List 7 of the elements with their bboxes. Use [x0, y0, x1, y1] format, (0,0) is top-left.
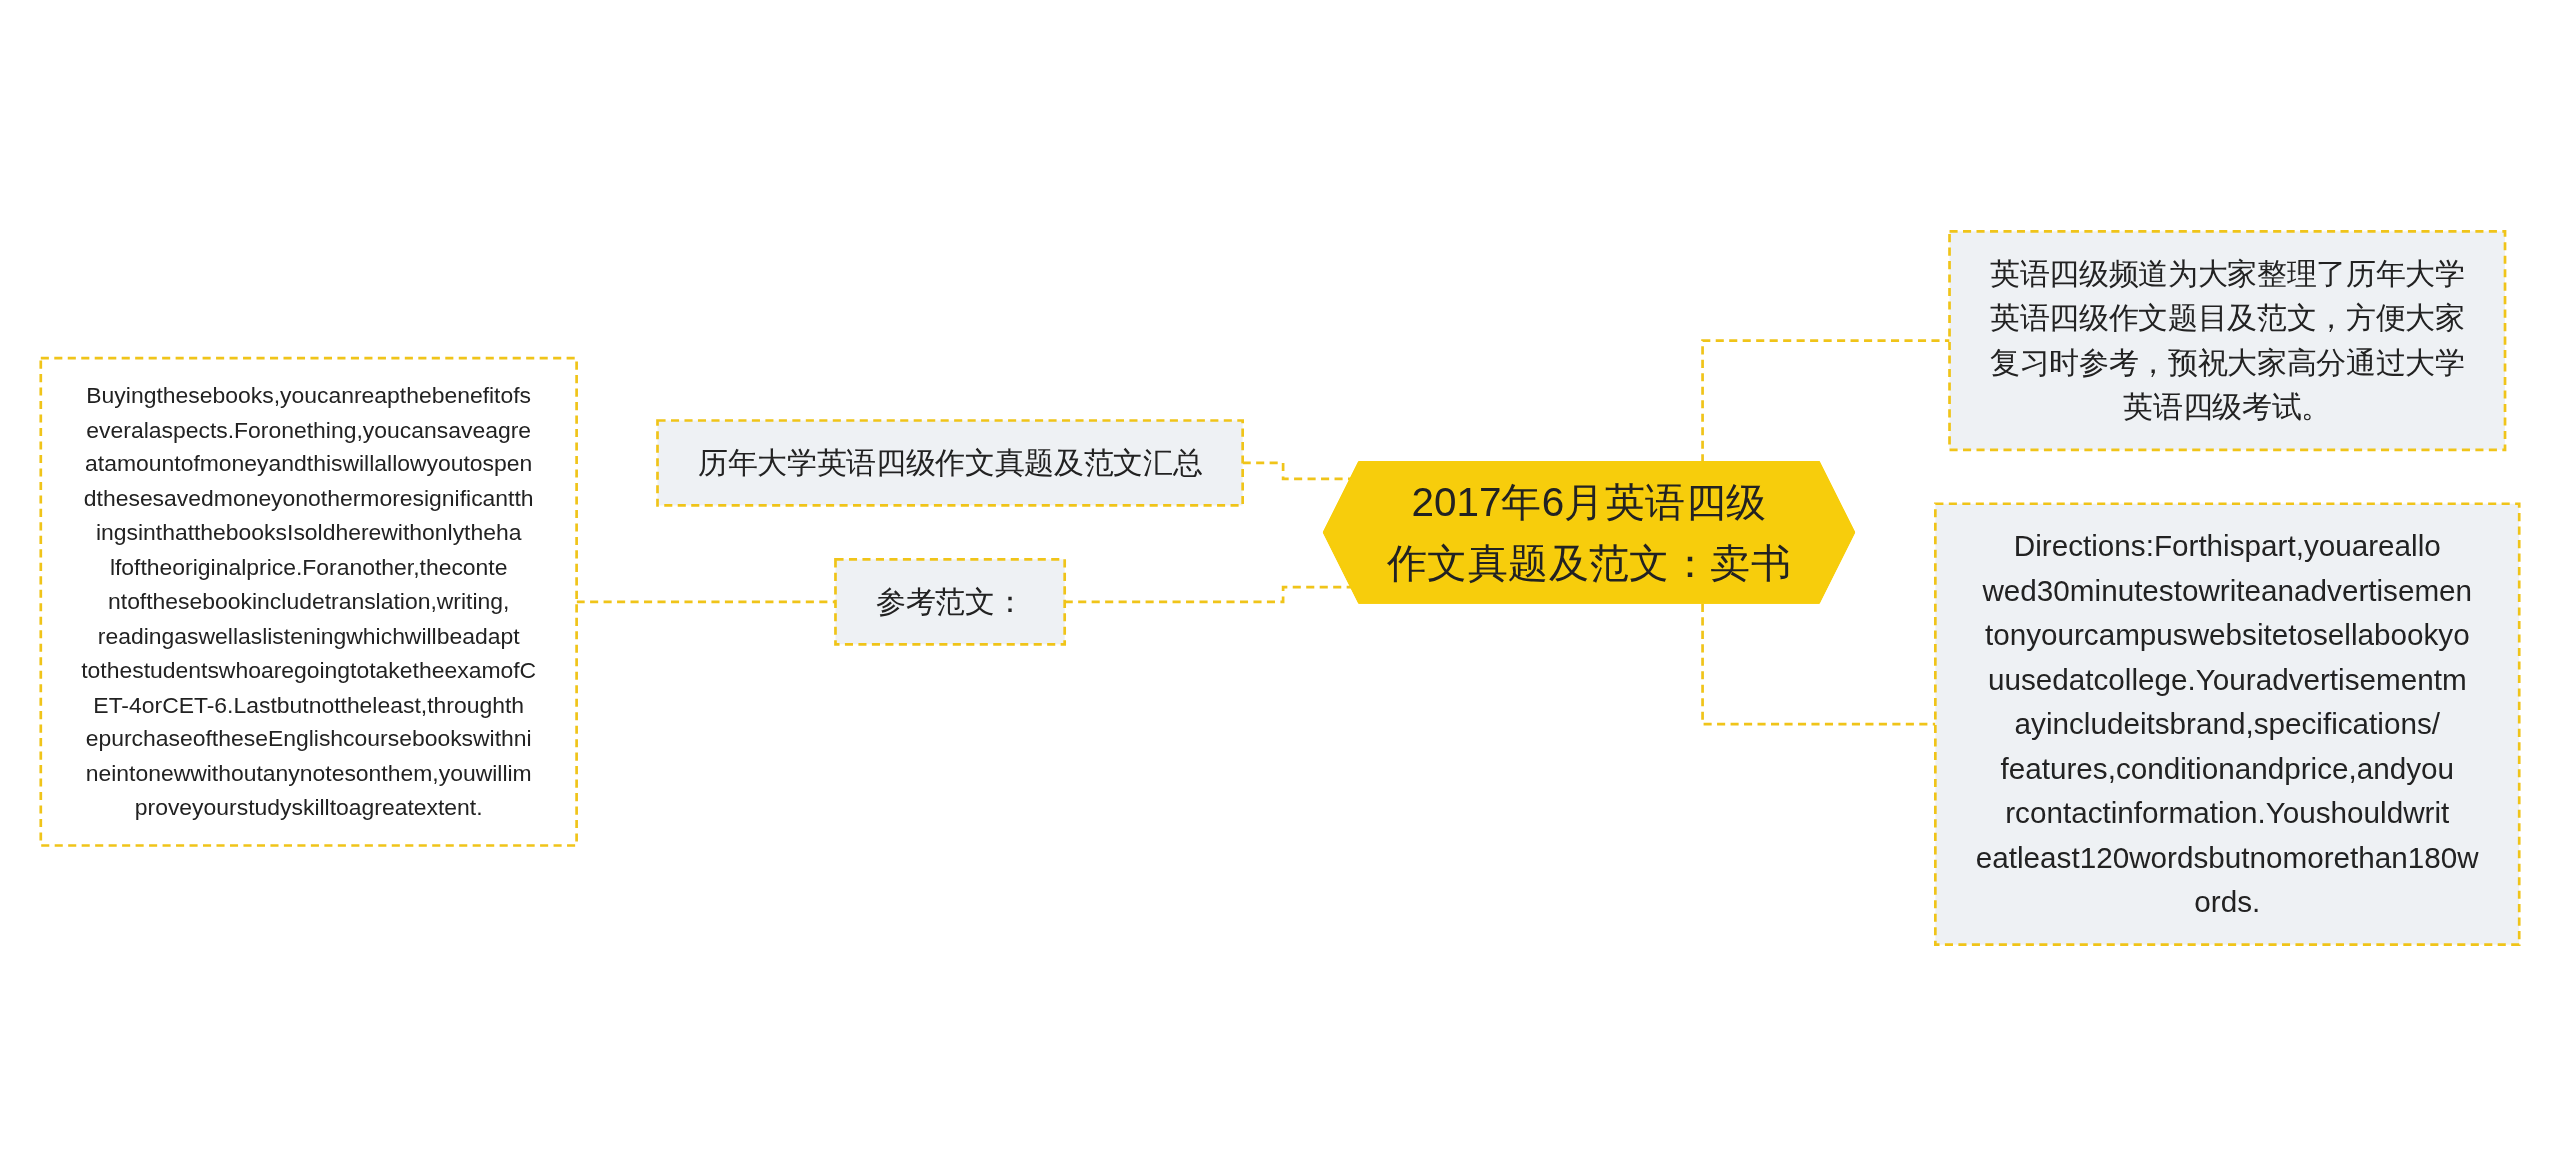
- node-box: 参考范文：: [834, 557, 1067, 646]
- connector: [1701, 338, 1950, 462]
- node-box: 英语四级频道为大家整理了历年大学英语四级作文题目及范文，方便大家复习时参考，预祝大家高分通过大学英语四级考试。: [1948, 229, 2507, 451]
- node-box: Directions:Forthispart,youareallowed30minutestowriteanadvertisementonyourcampuswebsitetosellabookyouusedatcollege.Youradvertisementmayincludeitsbrand,specifications/features,conditionandprice,andyourcontactinformation.Youshouldwriteatleast120wordsbutnomorethan180words.: [1934, 501, 2521, 946]
- node-box: Buyingthesebooks,youcanreapthebenefitofseveralaspects.Foronething,youcansaveagreatamountofmoneyandthiswillallowyoutospendthesesavedmoneyonothermoresignificantthingsinthatthebooksIsoldherewithonlythehalfoftheoriginalprice.Foranother,thecontentofthesebookincludetranslation,writing,readingaswellaslisteningwhichwillbeadapttothestudentswhoaregoingtotaketheexamofCET-4orCET-6.Lastbutnottheleast,throughthepurchaseoftheseEnglishcoursebookswithnineintonewwithoutanynotesonthem,youwillimproveyourstudyskilltoagreatextent.: [39, 356, 578, 847]
- connector: [1701, 603, 1936, 726]
- node-box: 历年大学英语四级作文真题及范文汇总: [656, 418, 1244, 507]
